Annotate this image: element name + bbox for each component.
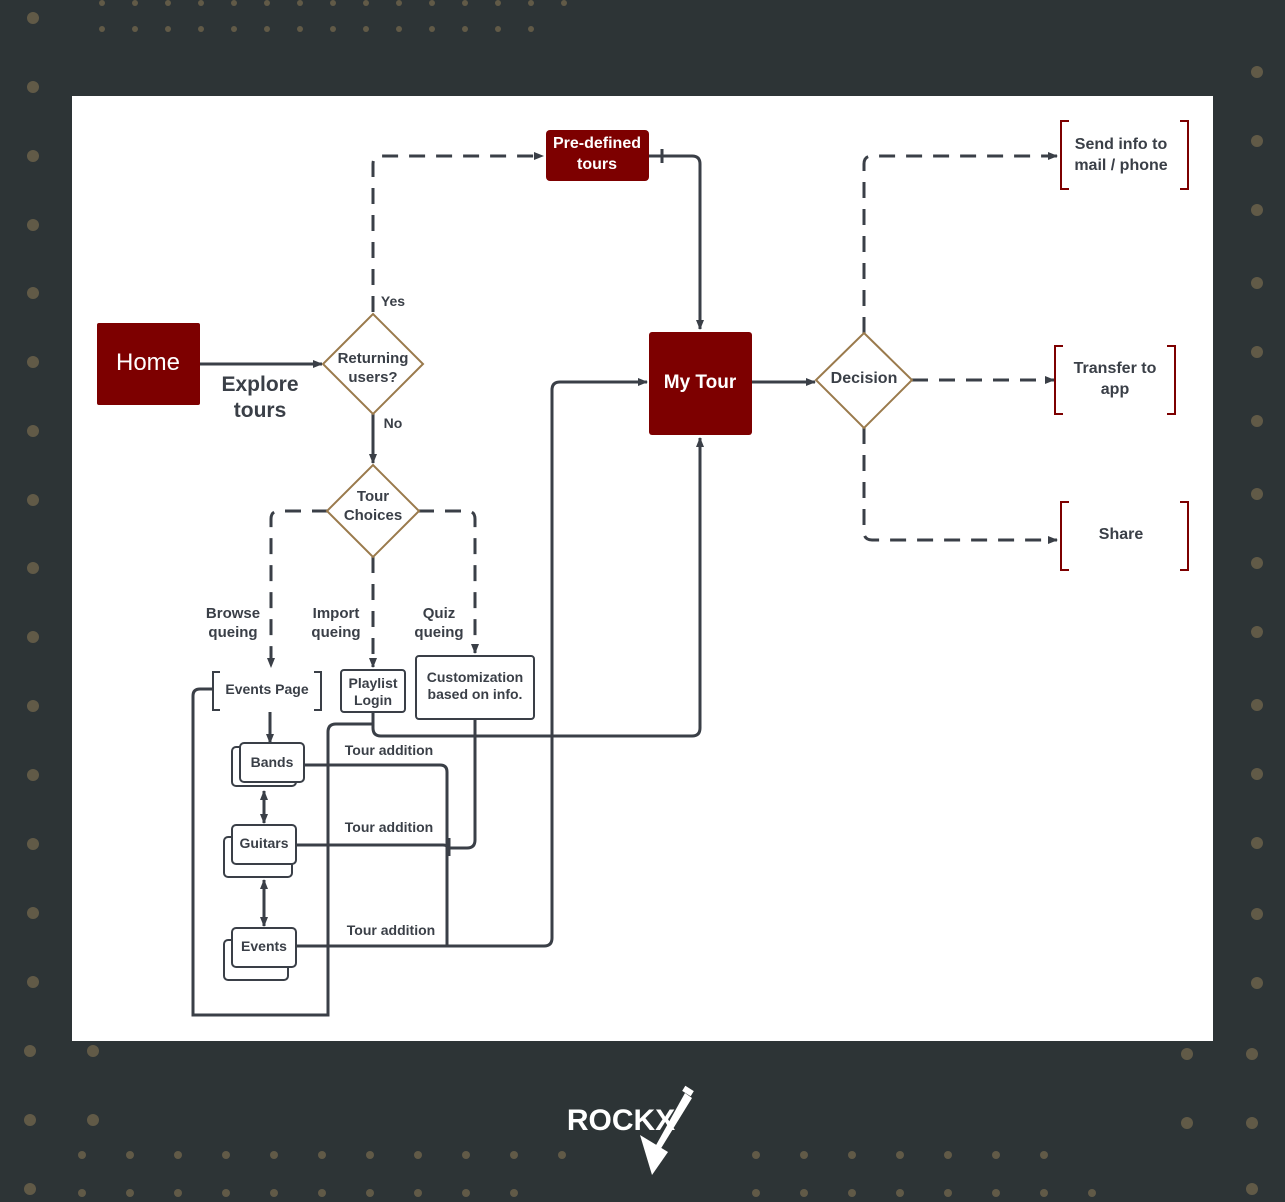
events-node <box>231 927 297 968</box>
returning-users-label-1: Returning <box>338 350 409 367</box>
connector-playlist-mytour <box>371 437 704 738</box>
quiz-queing-label-1: Quiz <box>423 605 456 622</box>
decision-node <box>814 331 914 430</box>
predefined-tours-label-1: Pre-defined <box>553 135 641 152</box>
events-page-label: Events Page <box>225 681 308 697</box>
home-label: Home <box>116 349 180 376</box>
playlist-login-node <box>340 669 406 713</box>
guitars-node <box>231 824 297 865</box>
bands-node <box>239 742 305 783</box>
customization-node <box>415 655 535 720</box>
playlist-login-label-2: Login <box>354 692 392 708</box>
connector-predefined-mytour <box>649 154 704 330</box>
connectors <box>191 149 816 1017</box>
my-tour-label: My Tour <box>664 372 737 393</box>
connector-returning-predefined <box>371 152 544 312</box>
guitars-label: Guitars <box>239 835 288 851</box>
events-label: Events <box>241 938 287 954</box>
explore-tours-label-1: Explore <box>221 373 298 396</box>
share-label: Share <box>1099 526 1144 543</box>
browse-queing-label-1: Browse <box>206 605 260 622</box>
connector-choices-quiz <box>418 509 479 654</box>
browse-queing-label-2: queing <box>208 624 257 641</box>
connector-choices-browse <box>267 509 328 668</box>
transfer-app-label-2: app <box>1101 381 1130 398</box>
predefined-tours-label-2: tours <box>577 156 617 173</box>
connector-decision-share <box>862 428 1058 544</box>
decision-label: Decision <box>831 370 898 387</box>
playlist-login-label-1: Playlist <box>348 675 397 691</box>
connector-eventspage-loop <box>191 687 372 1017</box>
events-page-node <box>212 671 322 711</box>
tour-choices-label-2: Choices <box>344 507 402 524</box>
rockx-logo-text: ROCKX <box>567 1104 675 1137</box>
my-tour-node <box>649 332 752 435</box>
explore-tours-label-2: tours <box>234 399 287 422</box>
home-node <box>97 323 200 405</box>
connector-events-mytour <box>297 378 648 948</box>
import-queing-label-1: Import <box>313 605 360 622</box>
tour-addition-label-events: Tour addition <box>347 922 435 938</box>
transfer-app-node <box>1054 345 1176 415</box>
returning-users-label-2: users? <box>348 369 397 386</box>
tour-choices-decision <box>325 463 421 559</box>
connector-customization-addition <box>450 720 477 850</box>
send-info-label-1: Send info to <box>1075 136 1168 153</box>
customization-label-2: based on info. <box>428 686 523 702</box>
tour-addition-label-guitars: Tour addition <box>345 819 433 835</box>
import-queing-label-2: queing <box>311 624 360 641</box>
send-info-label-2: mail / phone <box>1074 157 1167 174</box>
dashed-connectors <box>267 152 1058 668</box>
no-label: No <box>384 415 403 431</box>
share-node <box>1060 501 1189 571</box>
connector-decision-sendinfo <box>862 152 1058 333</box>
guitar-icon <box>640 1085 694 1175</box>
customization-label-1: Customization <box>427 669 523 685</box>
diagram-canvas <box>72 96 1213 1041</box>
decorative-dot-pattern <box>24 0 1263 1197</box>
send-info-node <box>1060 120 1189 190</box>
transfer-app-label-1: Transfer to <box>1074 360 1157 377</box>
yes-label: Yes <box>381 293 405 309</box>
quiz-queing-label-2: queing <box>414 624 463 641</box>
tour-addition-label-bands: Tour addition <box>345 742 433 758</box>
rockx-logo: ROCKX <box>567 1085 694 1175</box>
returning-users-decision <box>321 312 425 416</box>
bands-label: Bands <box>251 754 294 770</box>
predefined-tours-node <box>546 130 649 181</box>
tour-choices-label-1: Tour <box>357 488 389 505</box>
connector-bands-addition <box>305 763 449 946</box>
